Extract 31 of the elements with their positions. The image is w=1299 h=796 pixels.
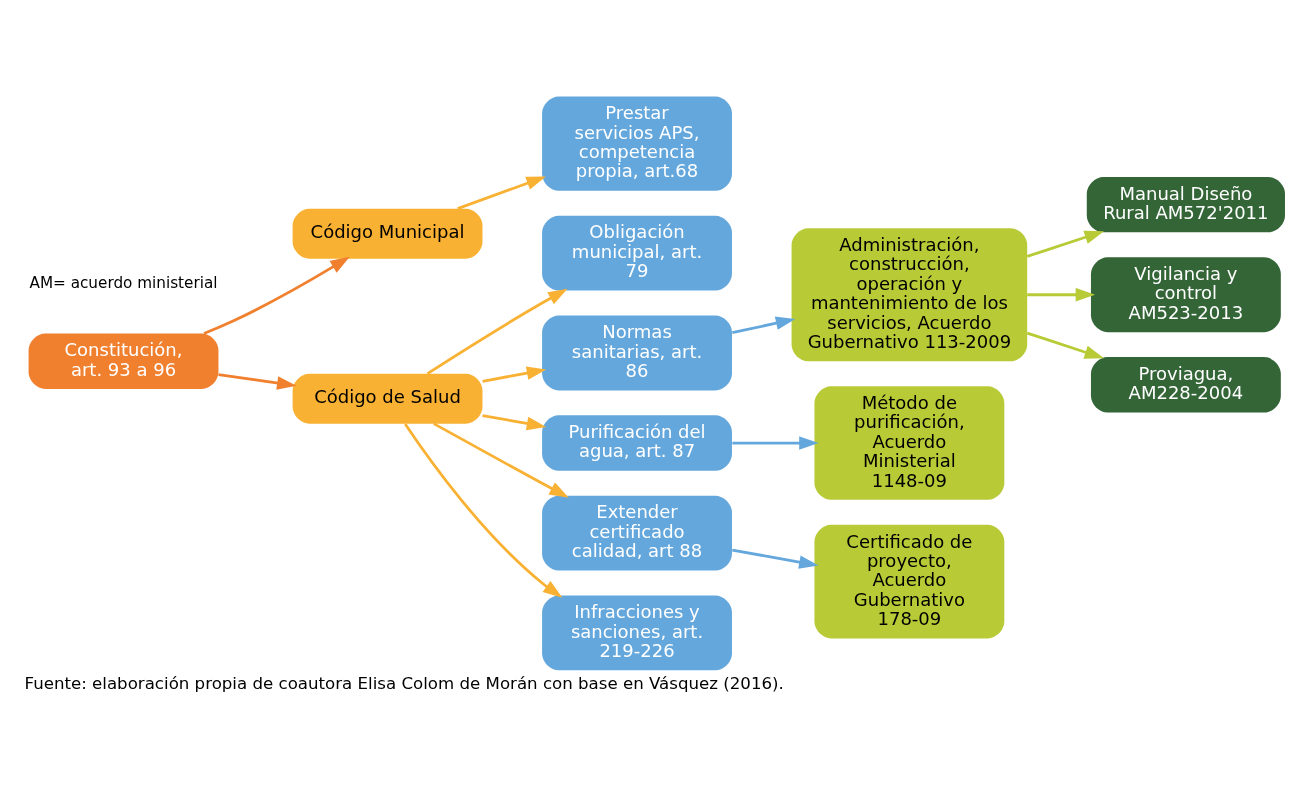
arrow xyxy=(732,548,819,569)
node-box: Proviagua, AM228-2004 xyxy=(1090,357,1281,413)
node-box: Constitución, art. 93 a 96 xyxy=(28,333,219,389)
label: AM= acuerdo ministerial xyxy=(29,273,218,292)
node-box: Purificación del agua, art. 87 xyxy=(542,415,732,471)
caption: Fuente: elaboración propia de coautora Elisa Colom de Morán con base en Vásquez (2016). xyxy=(24,674,784,694)
arrow xyxy=(732,316,796,335)
arrow xyxy=(482,414,547,431)
arrow xyxy=(1026,230,1104,258)
node-box: Infracciones y sanciones, art. 219-226 xyxy=(542,595,732,671)
node-box: Administración, construcción, operación y mantenimiento de los servicios, Acuerdo Gubernativo 113-2009 xyxy=(791,228,1028,362)
arrow xyxy=(203,256,350,335)
arrow xyxy=(457,176,546,210)
node-box: Certificado de proyecto, Acuerdo Gubernativo 178-09 xyxy=(814,524,1005,639)
arrow xyxy=(426,288,568,375)
node-box: Extender certificado calidad, art 88 xyxy=(542,495,732,571)
arrow xyxy=(1026,331,1104,359)
node-box: Método de purificación, Acuerdo Ministerial 1148-09 xyxy=(814,386,1005,500)
arrow xyxy=(1027,287,1096,302)
node-box: Código de Salud xyxy=(292,373,483,424)
node-box: Código Municipal xyxy=(292,208,483,259)
node-box: Normas sanitarias, art. 86 xyxy=(542,315,732,391)
node-box: Manual Diseño Rural AM572'2011 xyxy=(1086,176,1285,233)
node-box: Obligación municipal, art. 79 xyxy=(542,215,732,291)
arrow xyxy=(404,423,563,598)
arrow xyxy=(433,422,569,498)
node-box: Vigilancia y control AM523-2013 xyxy=(1090,257,1281,333)
arrow xyxy=(732,436,819,450)
node-box: Prestar servicios APS, competencia propia, art.68 xyxy=(542,96,732,191)
arrow xyxy=(218,373,297,390)
arrow xyxy=(482,366,547,383)
